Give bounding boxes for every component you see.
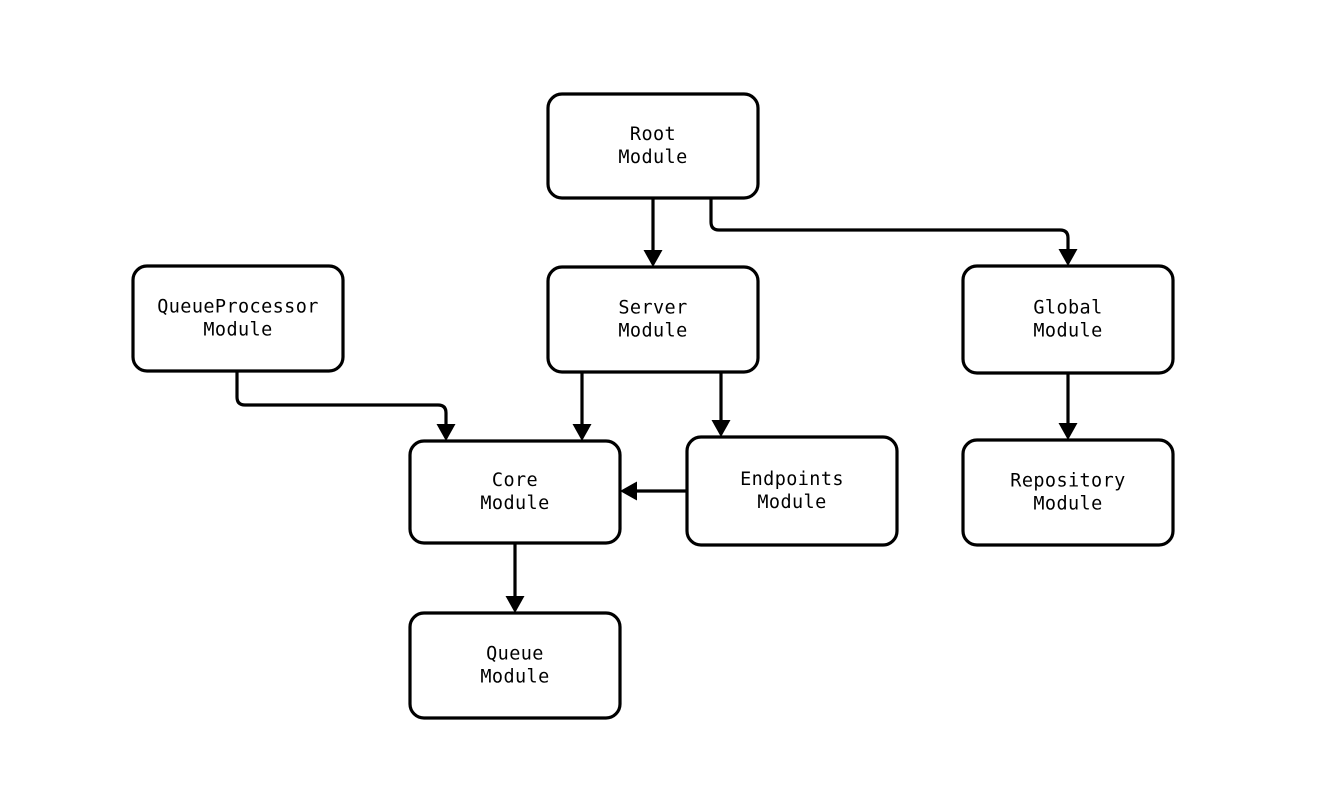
arrow-head-icon	[505, 596, 525, 613]
node-label-line1: Queue	[486, 644, 544, 665]
edge-server-to-endpoints	[711, 372, 731, 437]
node-label-line1: Root	[630, 124, 676, 145]
node-box[interactable]	[961, 438, 1175, 547]
arrow-head-icon	[711, 420, 731, 437]
node-label-line2: Module	[618, 321, 687, 342]
node-box[interactable]	[546, 92, 760, 200]
edge-global-to-repository	[1058, 373, 1078, 440]
arrow-head-icon	[1058, 423, 1078, 440]
arrow-head-icon	[620, 481, 637, 501]
node-label-line1: Repository	[1010, 471, 1125, 492]
node-box[interactable]	[961, 264, 1175, 375]
node-label-line2: Module	[480, 493, 549, 514]
node-box[interactable]	[685, 435, 899, 547]
edge-server-to-core	[572, 372, 592, 441]
edge-root-to-server	[643, 198, 663, 267]
edge-root-to-global	[709, 198, 1078, 266]
edge-line	[709, 198, 1070, 251]
node-label-line2: Module	[1033, 321, 1102, 342]
node-label-line1: Server	[618, 298, 687, 319]
node-label-line1: Endpoints	[740, 469, 844, 490]
arrow-head-icon	[572, 424, 592, 441]
arrow-head-icon	[1058, 249, 1078, 266]
node-label-line2: Module	[480, 667, 549, 688]
node-box[interactable]	[546, 265, 760, 374]
arrow-head-icon	[643, 250, 663, 267]
node-box[interactable]	[408, 439, 622, 545]
edge-queueprocessor-to-core	[235, 371, 456, 441]
edge-core-to-queue	[505, 543, 525, 613]
arrow-head-icon	[436, 424, 456, 441]
edge-line	[235, 371, 448, 426]
edges-layer	[235, 198, 1078, 613]
edge-endpoints-to-core	[620, 481, 687, 501]
node-label-line2: Module	[618, 147, 687, 168]
node-label-line1: Core	[492, 470, 538, 491]
node-label-line1: QueueProcessor	[157, 297, 319, 318]
node-label-line2: Module	[1033, 494, 1102, 515]
nodes-layer: RootModuleQueueProcessorModuleServerModu…	[131, 92, 1175, 720]
node-label-line2: Module	[757, 492, 826, 513]
node-box[interactable]	[408, 611, 622, 720]
node-box[interactable]	[131, 264, 345, 373]
node-label-line2: Module	[203, 320, 272, 341]
node-label-line1: Global	[1033, 298, 1102, 319]
